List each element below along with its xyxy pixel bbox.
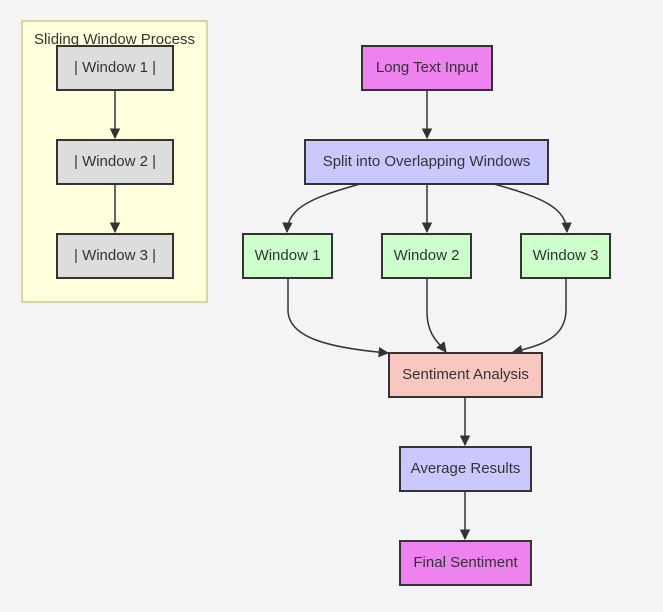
edge-window3-to-sentiment xyxy=(511,278,567,356)
node-label: Window 3 xyxy=(533,247,599,264)
node-label: Window 1 xyxy=(255,247,321,264)
node-sentiment-analysis: Sentiment Analysis xyxy=(388,352,543,398)
node-sliding-window-3: | Window 3 | xyxy=(56,233,174,279)
node-sliding-window-2: | Window 2 | xyxy=(56,139,174,185)
node-label: Sentiment Analysis xyxy=(402,366,529,383)
edge-split-to-window1 xyxy=(282,183,361,234)
node-label: Average Results xyxy=(411,460,521,477)
node-average-results: Average Results xyxy=(399,446,532,492)
edge-window2-to-sentiment xyxy=(426,278,447,353)
node-window-3: Window 3 xyxy=(520,233,611,279)
node-label: | Window 2 | xyxy=(74,153,156,170)
node-split-windows: Split into Overlapping Windows xyxy=(304,139,549,185)
edge-split-to-window3 xyxy=(493,183,572,234)
node-label: | Window 3 | xyxy=(74,247,156,264)
node-window-2: Window 2 xyxy=(381,233,472,279)
node-label: | Window 1 | xyxy=(74,59,156,76)
node-sliding-window-1: | Window 1 | xyxy=(56,45,174,91)
node-label: Split into Overlapping Windows xyxy=(323,153,531,170)
node-final-sentiment: Final Sentiment xyxy=(399,540,532,586)
node-label: Final Sentiment xyxy=(413,554,518,571)
edge-window1-to-sentiment xyxy=(287,278,390,358)
node-label: Long Text Input xyxy=(376,59,479,76)
node-window-1: Window 1 xyxy=(242,233,333,279)
node-long-text-input: Long Text Input xyxy=(361,45,493,91)
cluster-title: Sliding Window Process xyxy=(34,31,195,48)
edges xyxy=(109,90,572,541)
node-label: Window 2 xyxy=(394,247,460,264)
